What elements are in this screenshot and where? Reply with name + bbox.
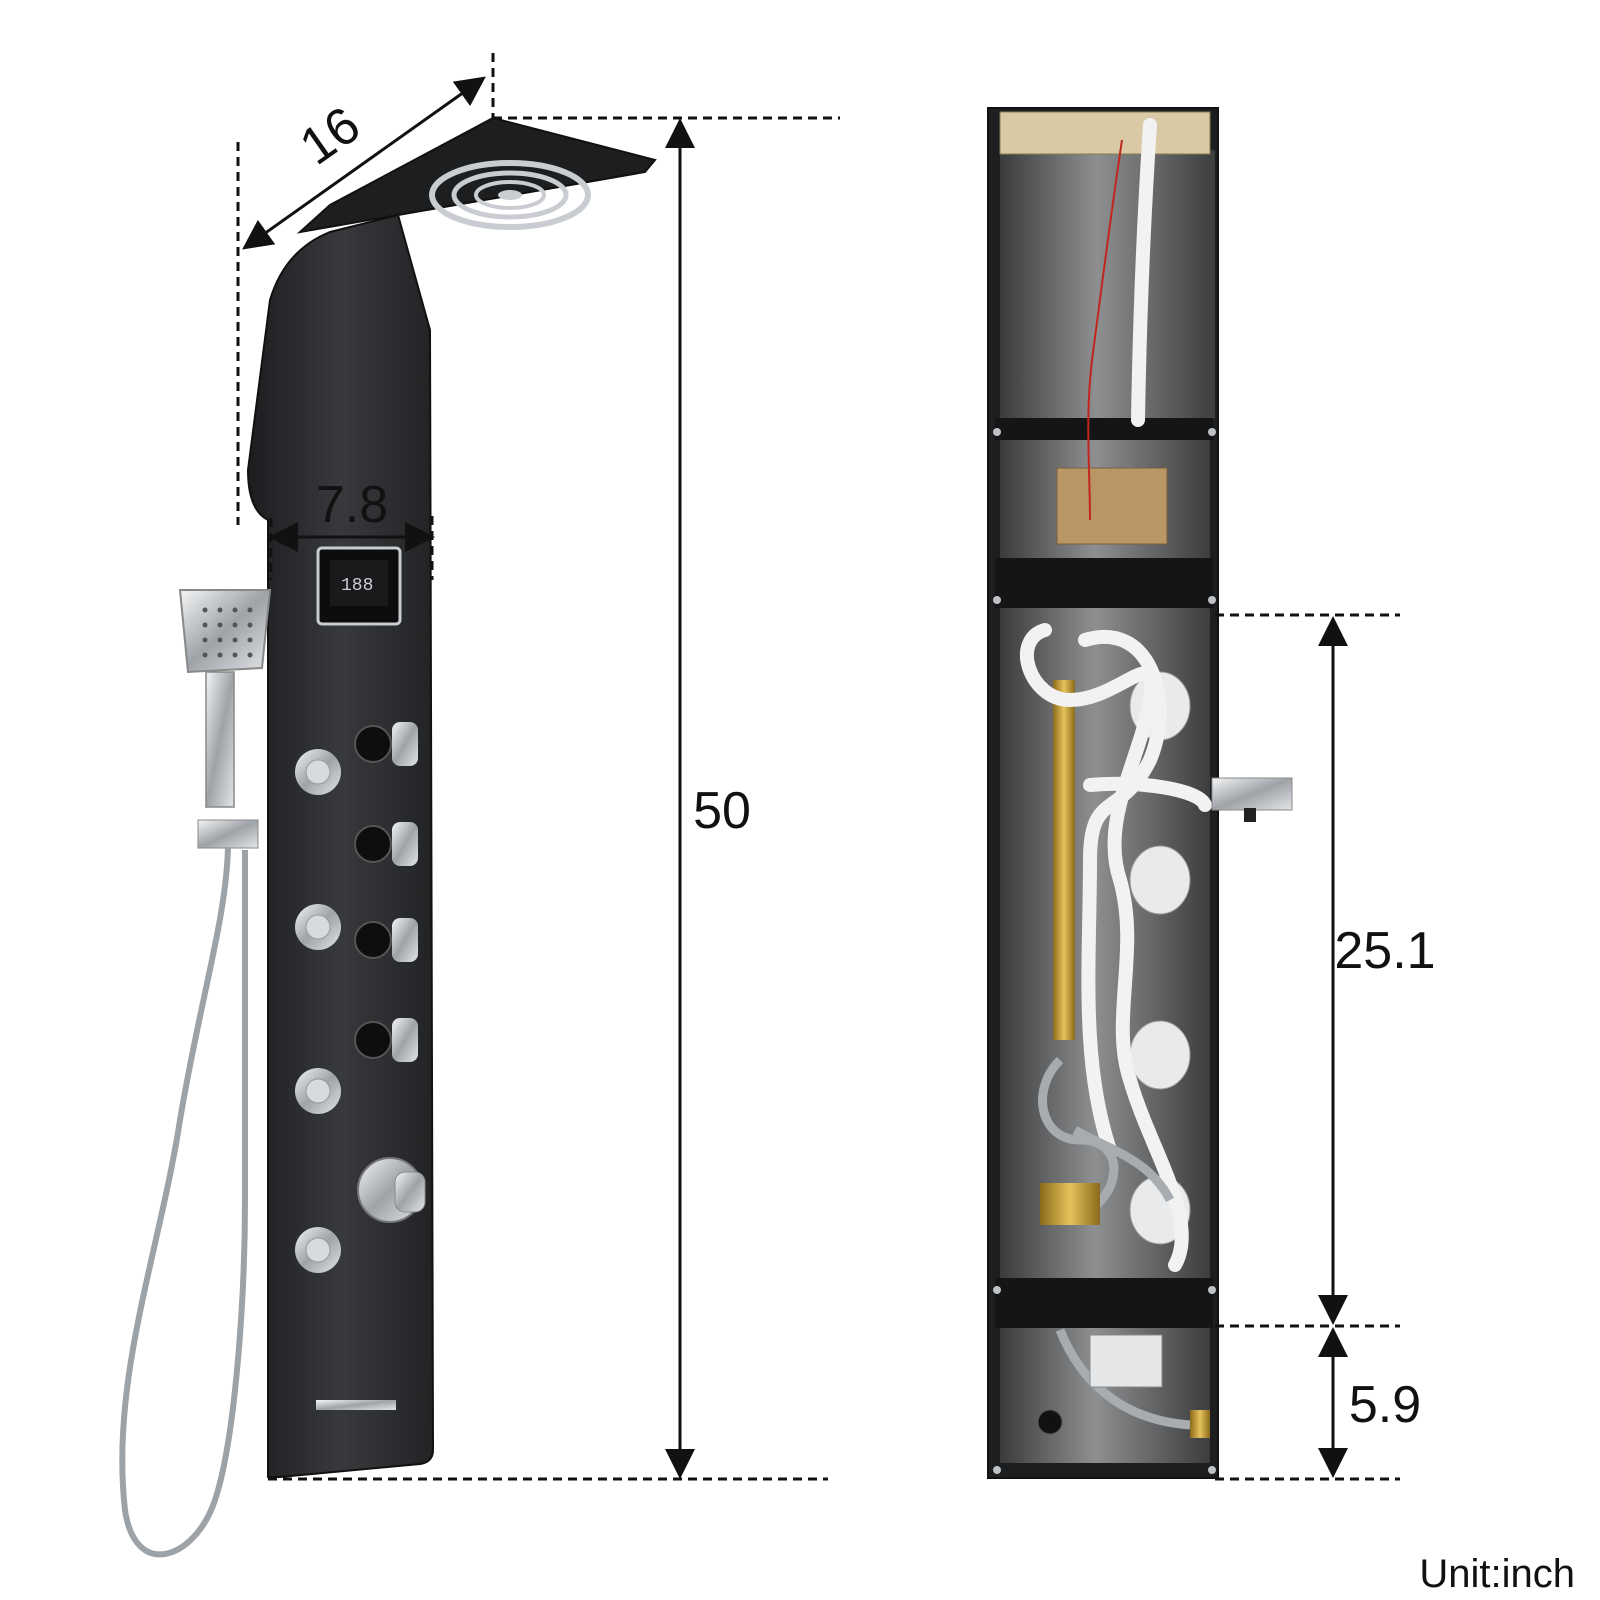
body-jet-1 [295,749,341,795]
shower-hose [119,847,249,1558]
knob-3 [354,918,418,962]
knob-4 [354,1018,418,1062]
braided-hoses [1038,1056,1175,1220]
knob-2 [354,822,418,866]
brass-manifold [1053,680,1075,1040]
jets-span-label: 25.1 [1334,922,1435,980]
rear-internal-view [987,107,1293,1479]
internal-hoses [1020,118,1212,1272]
knob-1 [354,722,418,766]
frame-rivets [993,428,1216,1474]
body-jets [295,749,341,1273]
body-jet-2 [295,904,341,950]
head-width-label: 16 [290,96,371,177]
brass-valve [1040,1183,1100,1225]
temperature-display: 188 [316,546,402,626]
total-height-label: 50 [693,782,751,840]
svg-text:188: 188 [341,576,373,596]
bottom-braided-hose [1055,1328,1191,1430]
unit-label: Unit:inch [1419,1552,1575,1596]
rain-head-nozzles [429,160,591,230]
sensor-wire [1087,139,1123,521]
side-outlet [1211,777,1293,811]
hand-shower-holder [197,819,259,849]
body-jet-3 [295,1068,341,1114]
rear-head-cavity [1000,150,1215,418]
dimension-lines [236,53,1400,1481]
panel-width-label: 7.8 [316,476,388,534]
control-knobs [354,722,426,1223]
front-panel-view: 188 [119,116,657,1558]
hand-shower [119,589,272,1558]
drain-plug [1037,1409,1063,1435]
bottom-section-label: 5.9 [1349,1376,1421,1434]
waterfall-spout [316,1400,396,1410]
control-board [1056,467,1168,545]
thermostatic-knob [357,1157,426,1223]
body-jet-4 [295,1227,341,1273]
